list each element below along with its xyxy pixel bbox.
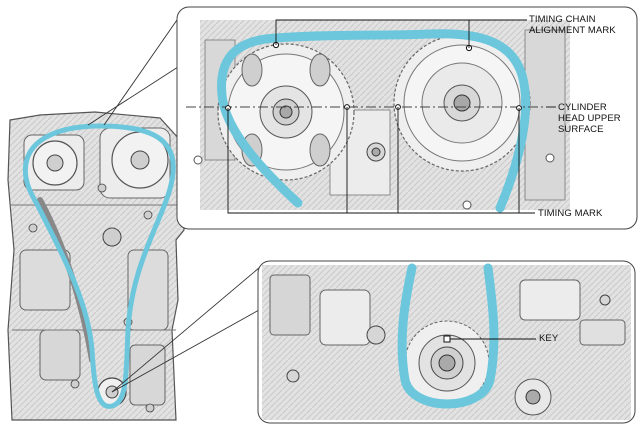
bottom-timing-chain — [397, 263, 499, 409]
alignment-mark-leader — [275, 19, 527, 45]
crankshaft-detail-panel — [257, 260, 636, 424]
oil-pump-sprocket-icon — [514, 378, 552, 416]
left-timing-chain — [22, 123, 176, 409]
timing-mark-label: TIMING MARK — [538, 208, 603, 219]
top-timing-chain — [217, 29, 531, 213]
left-intake-sprocket-icon — [32, 140, 78, 186]
cylinder-head-upper-surface-label: CYLINDER HEAD UPPER SURFACE — [558, 102, 621, 135]
left-tensioner-icon — [102, 227, 122, 247]
intake-cam-sprocket-icon — [217, 43, 355, 181]
callout-leader-lines — [87, 6, 267, 393]
left-exhaust-sprocket-icon — [111, 131, 169, 189]
key-marker — [443, 335, 451, 343]
crankshaft-sprocket-icon — [404, 320, 490, 406]
timing-chain-alignment-mark-label: TIMING CHAIN ALIGNMENT MARK — [529, 14, 616, 36]
timing-mark-leader — [227, 108, 535, 214]
camshaft-detail-panel — [176, 6, 638, 230]
engine-front-view — [7, 111, 185, 421]
key-label: KEY — [539, 333, 559, 344]
chain-guide-bolt-icon — [366, 142, 386, 162]
